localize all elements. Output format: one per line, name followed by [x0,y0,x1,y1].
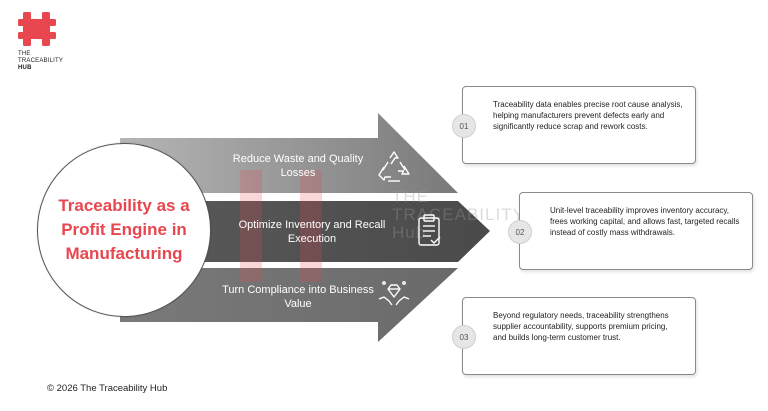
card-text-1: Traceability data enables precise root c… [493,100,683,131]
value-hands-icon [378,281,410,306]
hub-logo-icon [18,12,56,46]
watermark-line-2: TRACEABILITY [392,205,525,224]
arrow-label-3: Turn Compliance into Business Value [222,284,374,310]
recycle-icon [378,151,410,182]
brand-logo: THE TRACEABILITY HUB [18,10,78,72]
arrow-middle [120,201,490,262]
card-badge-3: 03 [452,325,476,349]
central-title: Traceability as a Profit Engine in Manuf… [58,196,190,263]
card-text-2: Unit-level traceability improves invento… [550,206,740,237]
central-circle: Traceability as a Profit Engine in Manuf… [37,143,211,317]
watermark-text: THE TRACEABILITY Hub [392,188,525,242]
card-badge-1: 01 [452,114,476,138]
watermark-line-3: Hub [392,223,427,242]
card-text-3: Beyond regulatory needs, traceability st… [493,311,669,342]
logo-wordmark: THE TRACEABILITY HUB [18,51,78,72]
logo-line-2: TRACEABILITY [18,58,64,64]
logo-line-1: THE [18,51,31,57]
arrow-top [120,113,458,193]
arrow-label-2: Optimize Inventory and Recall Execution [238,219,386,245]
copyright-footer: © 2026 The Traceability Hub [47,383,168,394]
arrow-label-1: Reduce Waste and Quality Losses [232,153,364,179]
card-badge-2: 02 [508,220,532,244]
arrow-bottom [120,268,458,342]
watermark-mark [240,170,322,282]
info-card-1: Traceability data enables precise root c… [462,86,696,164]
info-card-2: Unit-level traceability improves invento… [519,192,753,270]
info-card-3: Beyond regulatory needs, traceability st… [462,297,696,375]
clipboard-icon [418,214,441,246]
watermark-line-1: THE [392,187,429,206]
logo-line-3: HUB [18,65,32,71]
